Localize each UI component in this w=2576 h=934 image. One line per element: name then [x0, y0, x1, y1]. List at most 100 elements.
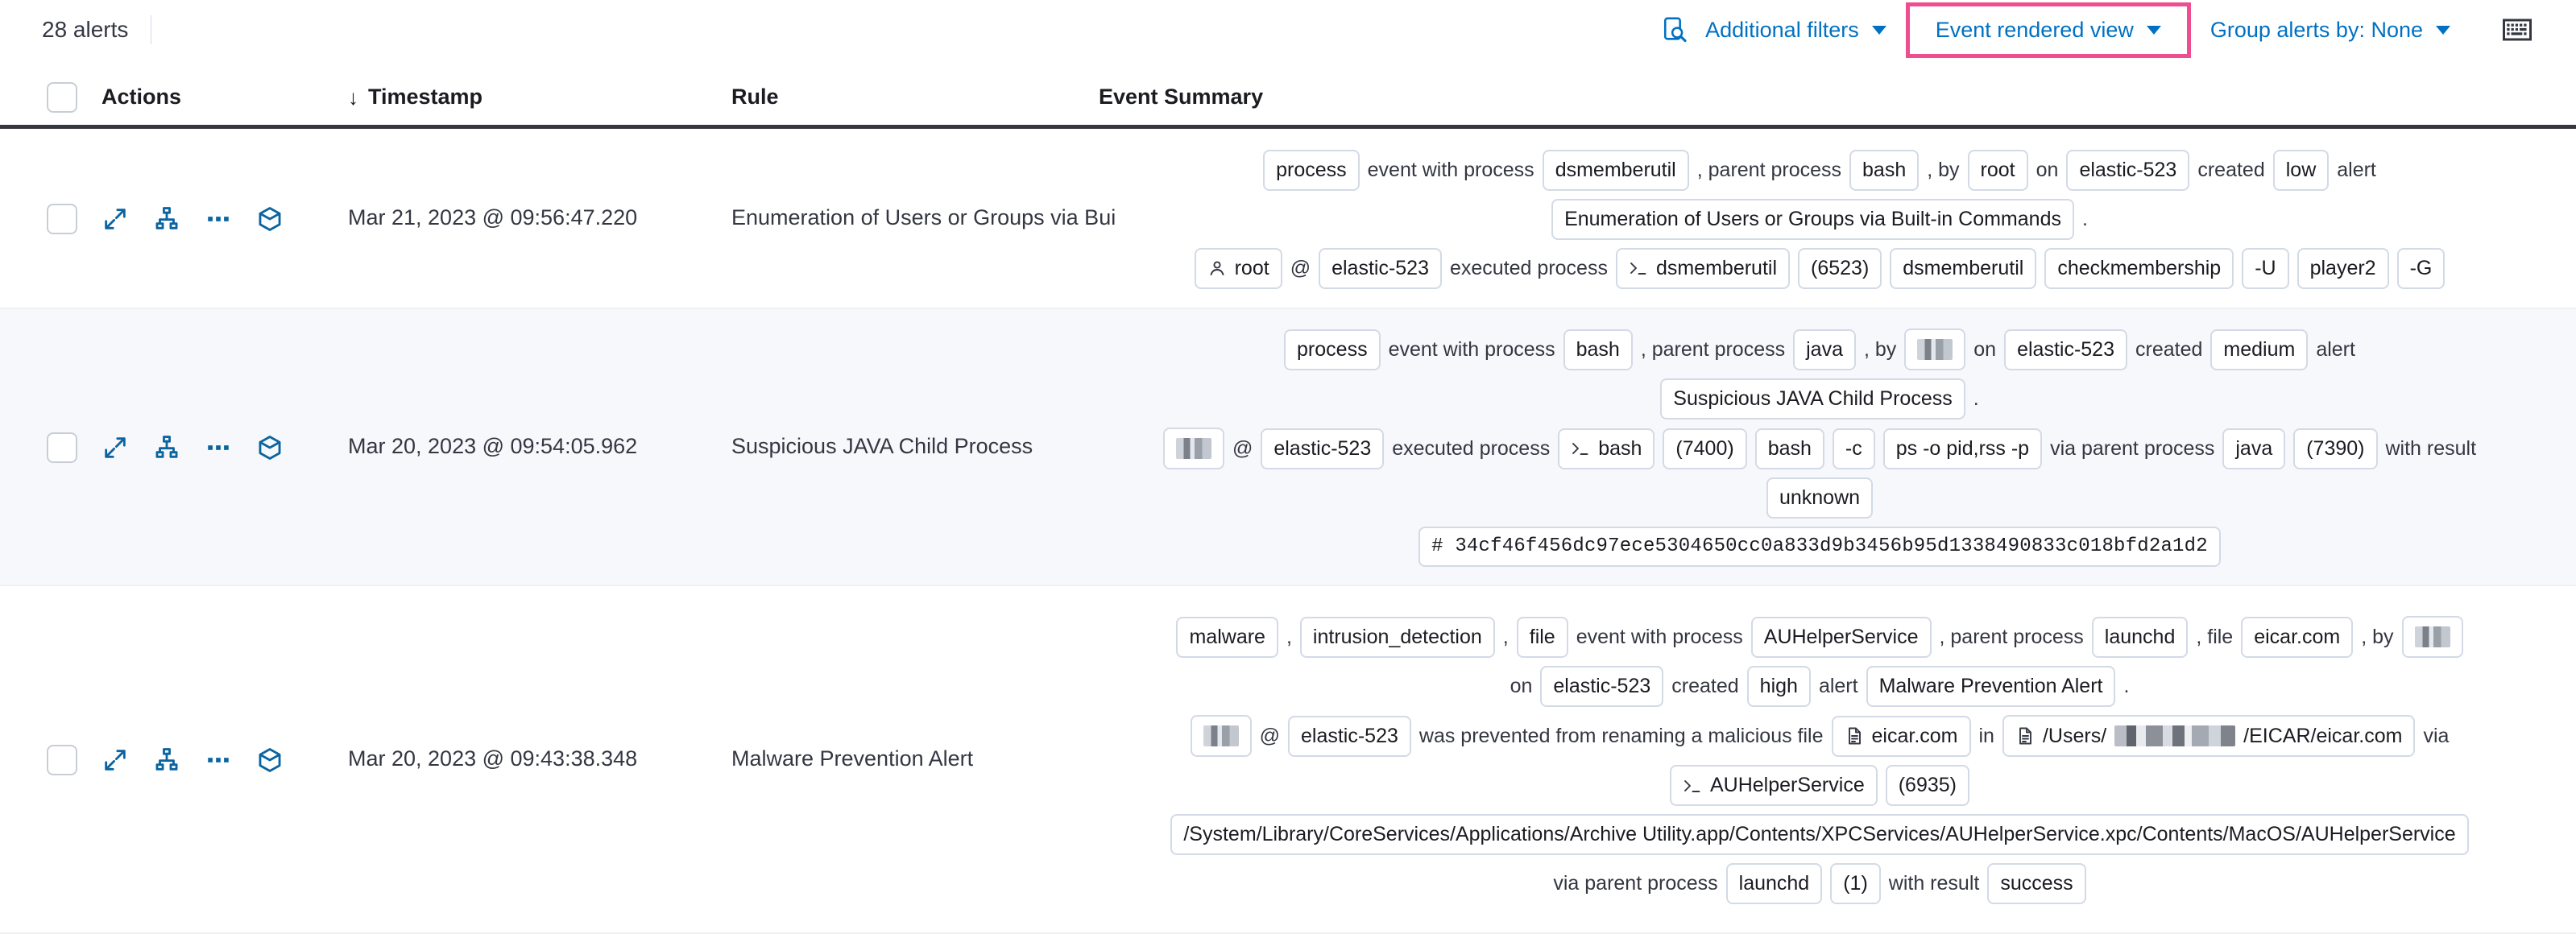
summary-value-pill[interactable]: eicar.com — [2241, 616, 2354, 658]
summary-value-pill[interactable]: dsmemberutil — [1542, 149, 1689, 191]
session-view-icon[interactable] — [256, 205, 284, 233]
summary-value-pill[interactable]: Suspicious JAVA Child Process — [1660, 378, 1965, 419]
inspect-query-icon[interactable] — [1657, 11, 1694, 48]
row-actions — [101, 434, 284, 461]
summary-value-pill[interactable]: bash — [1558, 428, 1655, 469]
select-all-checkbox[interactable] — [47, 81, 77, 113]
summary-value-pill[interactable] — [2401, 616, 2463, 658]
summary-pill-text: process — [1276, 158, 1347, 181]
analyzer-icon[interactable] — [153, 746, 180, 774]
summary-value-pill[interactable]: (1) — [1830, 863, 1881, 904]
analyzer-icon[interactable] — [153, 205, 180, 233]
summary-text: executed process — [1392, 436, 1551, 460]
additional-filters-button[interactable]: Additional filters — [1694, 18, 1898, 43]
keyboard-icon[interactable] — [2499, 11, 2536, 48]
summary-text: . — [1973, 387, 1979, 410]
summary-value-pill[interactable]: /Users//EICAR/eicar.com — [2002, 715, 2416, 757]
summary-value-pill[interactable]: player2 — [2296, 247, 2389, 289]
summary-value-pill[interactable]: process — [1263, 149, 1360, 191]
summary-value-pill[interactable]: root — [1194, 247, 1282, 289]
session-view-icon[interactable] — [256, 746, 284, 774]
row-select-checkbox[interactable] — [47, 432, 77, 463]
summary-value-pill[interactable]: ps -o pid,rss -p — [1882, 428, 2043, 469]
summary-value-pill[interactable]: elastic-523 — [2066, 149, 2190, 191]
session-view-icon[interactable] — [256, 434, 284, 461]
more-actions-icon[interactable] — [205, 434, 232, 461]
summary-value-pill[interactable] — [1904, 329, 1966, 370]
summary-pill-text: bash — [1598, 436, 1642, 460]
summary-pill-text: dsmemberutil — [1903, 256, 2024, 279]
row-rule-name[interactable]: Suspicious JAVA Child Process — [731, 434, 1033, 458]
group-alerts-by-button[interactable]: Group alerts by: None — [2199, 18, 2462, 43]
summary-value-pill[interactable]: launchd — [2091, 616, 2189, 658]
column-header-actions[interactable]: Actions — [101, 85, 182, 109]
summary-value-pill[interactable]: elastic-523 — [2004, 329, 2127, 370]
summary-value-pill[interactable]: (6523) — [1798, 247, 1882, 289]
summary-value-pill[interactable]: elastic-523 — [1319, 247, 1442, 289]
event-summary-line: unknown — [1099, 477, 2541, 519]
summary-value-pill[interactable]: bash — [1563, 329, 1633, 370]
summary-pill-text: -c — [1845, 436, 1862, 460]
summary-value-pill[interactable]: low — [2272, 149, 2330, 191]
file-icon — [1845, 726, 1864, 746]
summary-value-pill[interactable]: launchd — [1725, 863, 1823, 904]
summary-value-pill[interactable]: file — [1516, 616, 1568, 658]
summary-value-pill[interactable]: -G — [2396, 247, 2446, 289]
chevron-down-icon — [2436, 25, 2450, 35]
expand-icon[interactable] — [101, 434, 129, 461]
summary-value-pill[interactable]: malware — [1176, 616, 1278, 658]
summary-value-pill[interactable]: dsmemberutil — [1890, 247, 2037, 289]
summary-pill-text: launchd — [2104, 625, 2176, 648]
summary-text: created — [2197, 158, 2265, 181]
row-select-checkbox[interactable] — [47, 745, 77, 775]
row-rule-name[interactable]: Malware Prevention Alert — [731, 746, 974, 771]
column-header-rule[interactable]: Rule — [731, 85, 779, 109]
summary-value-pill[interactable]: process — [1284, 329, 1381, 370]
event-rendered-view-button[interactable]: Event rendered view — [1924, 18, 2172, 43]
summary-value-pill[interactable]: AUHelperService — [1750, 616, 1932, 658]
summary-value-pill[interactable] — [1162, 428, 1224, 469]
summary-value-pill[interactable] — [1190, 715, 1252, 757]
summary-value-pill[interactable]: elastic-523 — [1261, 428, 1385, 469]
summary-value-pill[interactable]: (7400) — [1663, 428, 1747, 469]
row-rule-name[interactable]: Enumeration of Users or Groups via Bui — [731, 205, 1116, 229]
summary-value-pill[interactable]: success — [1987, 863, 2086, 904]
summary-value-pill[interactable]: Malware Prevention Alert — [1866, 666, 2116, 707]
summary-value-pill[interactable]: eicar.com — [1831, 715, 1971, 757]
summary-value-pill[interactable]: dsmemberutil — [1615, 247, 1791, 289]
summary-value-pill[interactable]: java — [2222, 428, 2286, 469]
analyzer-icon[interactable] — [153, 434, 180, 461]
summary-value-pill[interactable]: root — [1967, 149, 2028, 191]
summary-value-pill[interactable]: elastic-523 — [1287, 715, 1411, 757]
summary-value-pill[interactable]: java — [1793, 329, 1856, 370]
summary-value-pill[interactable]: /System/Library/CoreServices/Application… — [1170, 814, 2469, 855]
summary-value-pill[interactable]: (7390) — [2293, 428, 2378, 469]
expand-icon[interactable] — [101, 746, 129, 774]
summary-value-pill[interactable]: -c — [1832, 428, 1875, 469]
summary-value-pill[interactable]: intrusion_detection — [1299, 616, 1495, 658]
summary-pill-text: high — [1759, 675, 1798, 697]
summary-value-pill[interactable]: Enumeration of Users or Groups via Built… — [1551, 198, 2074, 240]
row-select-checkbox[interactable] — [47, 204, 77, 234]
summary-value-pill[interactable]: high — [1746, 666, 1811, 707]
summary-value-pill[interactable]: AUHelperService — [1669, 765, 1878, 806]
more-actions-icon[interactable] — [205, 205, 232, 233]
summary-value-pill[interactable]: bash — [1849, 149, 1920, 191]
expand-icon[interactable] — [101, 205, 129, 233]
summary-value-pill[interactable]: unknown — [1766, 477, 1874, 519]
column-header-timestamp[interactable]: ↓ Timestamp — [348, 85, 482, 110]
summary-value-pill[interactable]: bash — [1754, 428, 1824, 469]
column-header-event-summary[interactable]: Event Summary — [1099, 85, 1264, 109]
summary-text: alert — [1818, 675, 1858, 697]
summary-value-pill[interactable]: medium — [2210, 329, 2309, 370]
summary-value-pill[interactable]: -U — [2242, 247, 2289, 289]
summary-value-pill[interactable]: elastic-523 — [1540, 666, 1664, 707]
summary-value-pill[interactable]: (6935) — [1885, 765, 1969, 806]
summary-hash-pill[interactable]: # 34cf46f456dc97ece5304650cc0a833d9b3456… — [1418, 527, 2221, 567]
summary-value-pill[interactable]: checkmembership — [2044, 247, 2234, 289]
more-actions-icon[interactable] — [205, 746, 232, 774]
